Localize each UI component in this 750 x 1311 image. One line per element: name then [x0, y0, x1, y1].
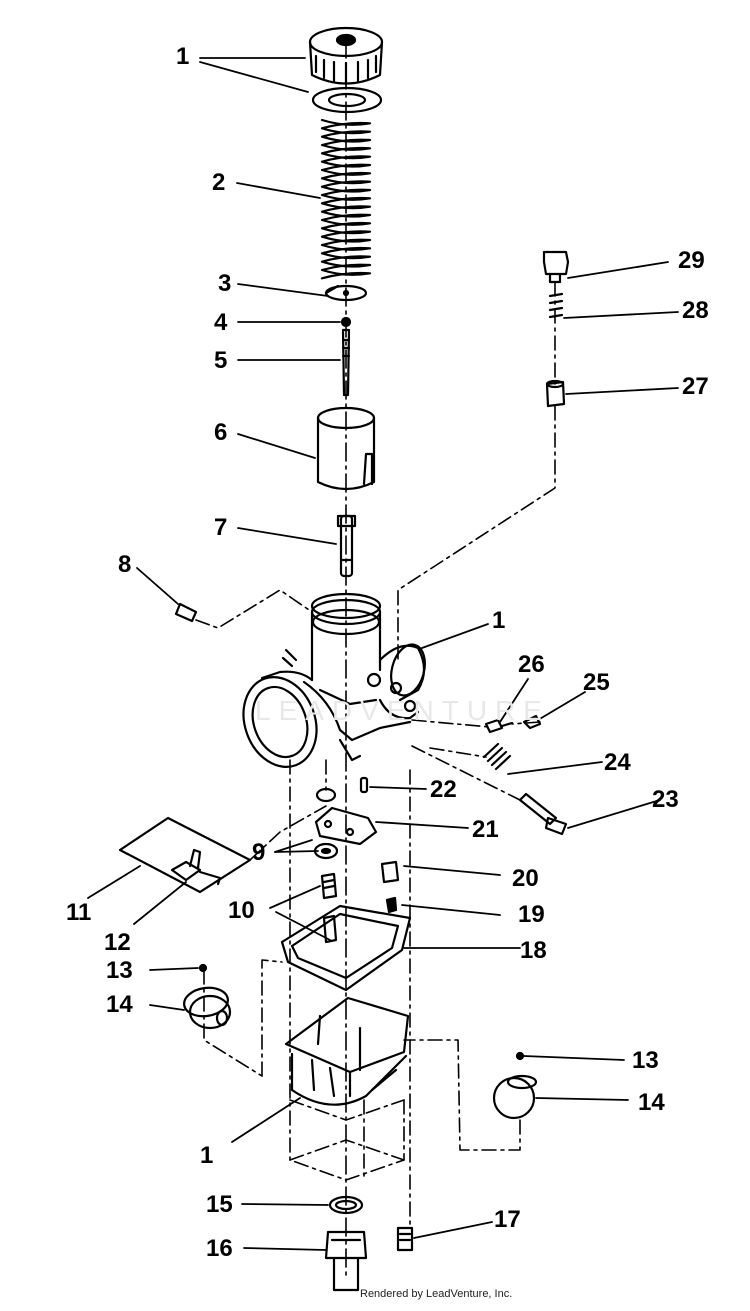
callout-13-right: 13 [632, 1047, 659, 1074]
needle-13-left [198, 963, 208, 973]
choke-spring-28 [548, 292, 564, 319]
callout-24: 24 [604, 749, 631, 776]
pilot-jet-19 [385, 896, 398, 914]
callout-12: 12 [104, 929, 131, 956]
float-right [492, 1074, 538, 1120]
callout-11: 11 [66, 899, 91, 926]
callout-26: 26 [518, 651, 545, 678]
needle-13-right [515, 1051, 525, 1061]
carburetor-body [242, 592, 426, 768]
throttle-stop-part [314, 806, 378, 846]
assembly-guide-lines [195, 281, 556, 1229]
o-ring-15 [328, 1195, 364, 1215]
throttle-valve-part [316, 406, 376, 491]
callout-14-right: 14 [638, 1089, 665, 1116]
float-bowl-gasket-part [280, 904, 412, 992]
choke-plunger-27 [545, 379, 566, 408]
callout-3: 3 [218, 270, 231, 297]
choke-nut-29 [542, 250, 570, 284]
callout-17: 17 [494, 1206, 521, 1233]
jet-needle-part [341, 328, 351, 397]
callout-21: 21 [472, 816, 499, 843]
callout-1-cap: 1 [176, 43, 189, 70]
callout-5: 5 [214, 347, 227, 374]
callout-1-bowl: 1 [200, 1142, 213, 1169]
callout-20: 20 [512, 865, 539, 892]
callout-22: 22 [430, 776, 457, 803]
bowl-screw-17 [396, 1226, 414, 1252]
float-pin-20 [380, 860, 400, 884]
float-left [183, 986, 232, 1030]
callout-27: 27 [682, 373, 709, 400]
callout-25: 25 [583, 669, 610, 696]
callout-1-body: 1 [492, 607, 505, 634]
callout-28: 28 [682, 297, 709, 324]
drain-plug-16 [324, 1230, 368, 1292]
callout-29: 29 [678, 247, 705, 274]
pin-22 [359, 776, 369, 794]
clip-plate-part [324, 284, 368, 302]
idle-screw-part [522, 714, 542, 730]
callout-2: 2 [212, 169, 225, 196]
callout-4: 4 [214, 309, 228, 336]
choke-spring-part [482, 742, 512, 771]
callout-13-left: 13 [106, 957, 133, 984]
cap-washer-part [311, 86, 383, 114]
choke-plunger-part [518, 792, 568, 836]
leader-lines [87, 57, 679, 1251]
footer-credit: Rendered by LeadVenture, Inc. [360, 1288, 513, 1300]
callout-18: 18 [520, 937, 547, 964]
callout-labels: 1 2 3 4 5 6 7 8 1 26 25 22 24 23 21 9 20… [66, 43, 709, 1262]
cap-part [308, 26, 384, 86]
callout-16: 16 [206, 1235, 233, 1262]
vent-tube-part [174, 602, 198, 623]
main-jet-10 [320, 872, 338, 944]
watermark: LEADVENTURE [255, 695, 550, 726]
callout-14-left: 14 [106, 991, 133, 1018]
float-bowl-part [284, 996, 410, 1106]
needle-jet-part [336, 514, 357, 578]
callout-23: 23 [652, 786, 679, 813]
callout-10: 10 [228, 897, 255, 924]
callout-15: 15 [206, 1191, 233, 1218]
pilot-screw-part [484, 718, 514, 734]
spring-part [320, 118, 372, 280]
callout-6: 6 [214, 419, 227, 446]
callout-8: 8 [118, 551, 131, 578]
float-arm-part [118, 816, 252, 894]
e-clip-part [340, 316, 352, 328]
callout-9: 9 [252, 839, 265, 866]
callout-19: 19 [518, 901, 545, 928]
callout-7: 7 [214, 514, 227, 541]
